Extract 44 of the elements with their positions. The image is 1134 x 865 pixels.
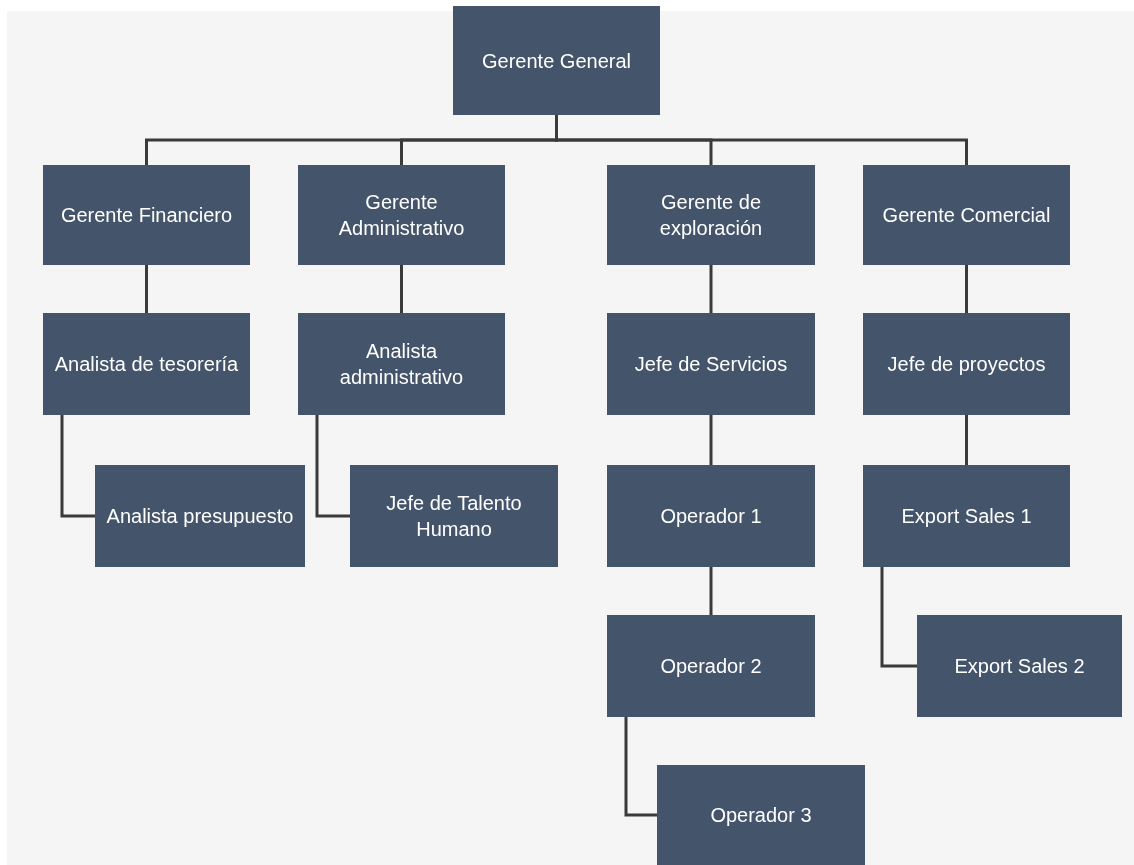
role-box xyxy=(43,313,250,415)
role-title: Gerente de exploración xyxy=(658,190,764,241)
role-box xyxy=(863,165,1070,265)
connector-line xyxy=(965,415,968,465)
role-title: Export Sales 1 xyxy=(901,504,1032,529)
role-box xyxy=(43,165,250,265)
role-title: Analista administrativo xyxy=(338,339,465,390)
role-box xyxy=(298,165,505,265)
role-title: Operador 3 xyxy=(710,803,812,828)
role-box xyxy=(607,165,815,265)
role-title: Analista presupuesto xyxy=(106,504,294,529)
role-box xyxy=(863,313,1070,415)
role-box xyxy=(607,313,815,415)
role-box xyxy=(298,313,505,415)
role-title: Jefe de Servicios xyxy=(634,352,788,377)
role-title: Export Sales 2 xyxy=(954,654,1085,679)
connector-line xyxy=(315,415,350,518)
role-title: Operador 1 xyxy=(660,504,762,529)
role-box xyxy=(607,465,815,567)
role-box xyxy=(350,465,558,567)
role-box xyxy=(863,465,1070,567)
role-box xyxy=(657,765,865,865)
connector-line xyxy=(709,567,713,615)
role-title: Operador 2 xyxy=(660,654,762,679)
role-box xyxy=(917,615,1122,717)
connector-line xyxy=(965,265,968,313)
connector-line xyxy=(709,265,713,313)
connector-line xyxy=(400,265,403,313)
connector-line xyxy=(145,265,148,313)
role-title: Gerente Comercial xyxy=(882,203,1051,228)
role-box xyxy=(453,6,660,115)
role-title: Gerente General xyxy=(482,48,631,74)
connector-line xyxy=(60,415,95,518)
connector-line xyxy=(709,415,713,465)
role-title: Jefe de Talento Humano xyxy=(385,491,523,542)
role-title: Jefe de proyectos xyxy=(887,352,1046,377)
connector-line xyxy=(555,115,968,165)
role-box xyxy=(607,615,815,717)
role-box xyxy=(95,465,305,567)
role-title: Gerente Financiero xyxy=(60,203,233,228)
connector-line xyxy=(880,567,917,668)
connector-line xyxy=(624,717,657,817)
role-title: Analista de tesorería xyxy=(54,352,239,377)
role-title: Gerente Administrativo xyxy=(337,190,466,241)
